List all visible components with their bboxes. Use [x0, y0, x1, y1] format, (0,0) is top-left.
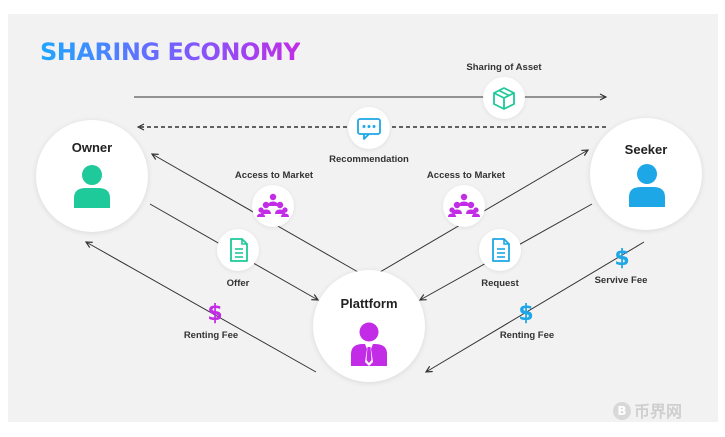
owner-node: Owner	[36, 120, 148, 232]
platform-label: Plattform	[340, 296, 398, 311]
owner-person-icon	[74, 165, 110, 208]
recommendation-bubble	[348, 107, 390, 149]
offer-label: Offer	[226, 278, 250, 289]
renting-fee-right-bubble: $	[505, 291, 547, 333]
service-fee-bubble: $	[601, 236, 643, 278]
renting-fee-right-label: Renting Fee	[499, 330, 555, 341]
request-bubble	[479, 229, 521, 271]
access-market-right-label: Access to Market	[426, 170, 506, 181]
svg-text:$: $	[614, 246, 629, 271]
access-market-left-bubble	[252, 185, 294, 227]
renting-fee-right-arrow	[426, 241, 645, 372]
seeker-node: Seeker	[590, 118, 702, 230]
seeker-person-icon	[629, 164, 665, 207]
svg-text:$: $	[207, 301, 222, 326]
renting-fee-left-label: Renting Fee	[183, 330, 239, 341]
access-market-right-bubble	[443, 185, 485, 227]
diagram-title: SHARING ECONOMY	[40, 38, 301, 66]
dollar-icon: $	[207, 301, 222, 326]
access-market-left-label: Access to Market	[234, 170, 314, 181]
box-icon	[493, 87, 515, 110]
group-icon	[257, 193, 289, 217]
watermark-coin-icon: B	[613, 402, 631, 420]
dollar-icon: $	[614, 246, 629, 271]
watermark-text: 币界网	[634, 402, 683, 421]
svg-text:$: $	[518, 301, 533, 326]
platform-businessperson-icon	[351, 322, 387, 366]
renting-fee-left-arrow	[86, 242, 317, 373]
renting-fee-left-bubble: $	[194, 291, 236, 333]
request-label: Request	[481, 278, 519, 289]
dollar-icon: $	[518, 301, 533, 326]
offer-bubble	[217, 229, 259, 271]
chat-icon	[357, 118, 381, 140]
group-icon	[448, 193, 480, 217]
sharing-of-asset-label: Sharing of Asset	[466, 62, 542, 73]
seeker-label: Seeker	[624, 142, 668, 157]
service-fee-label: Servive Fee	[594, 275, 648, 286]
owner-label: Owner	[71, 140, 113, 155]
sharing-asset-bubble	[483, 77, 525, 119]
platform-node: Plattform	[313, 270, 425, 382]
document-icon	[230, 238, 248, 262]
document-icon	[492, 238, 510, 262]
recommendation-label: Recommendation	[329, 154, 409, 165]
